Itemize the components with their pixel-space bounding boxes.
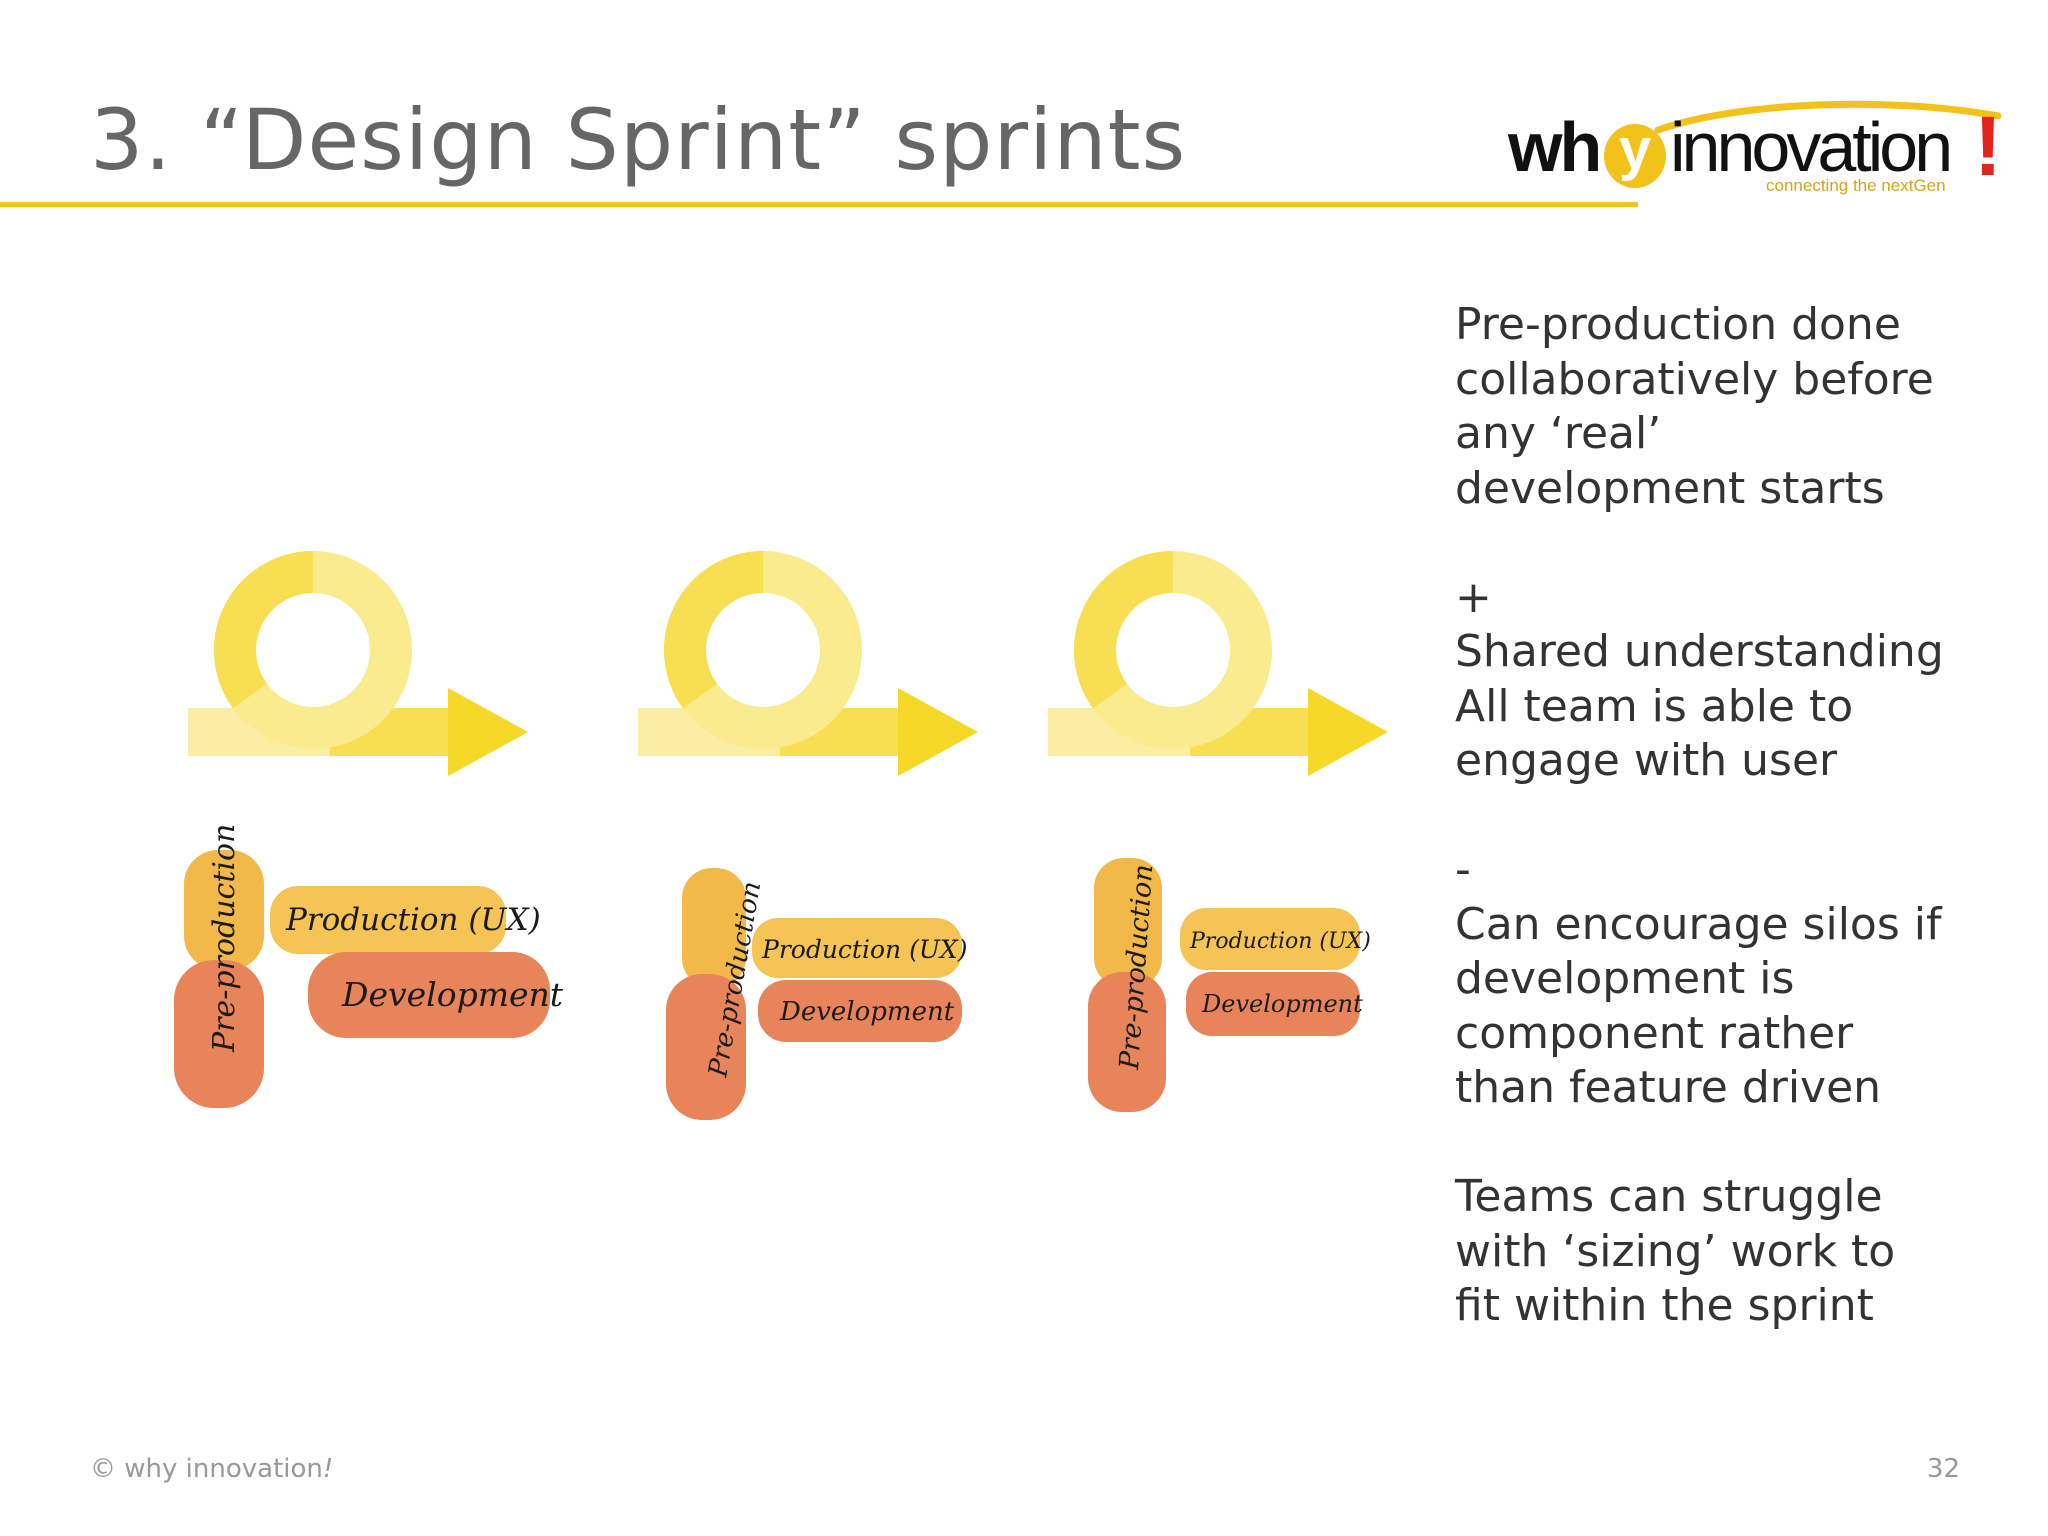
logo-wordmark-innovation: innovation	[1670, 108, 1953, 186]
note-line: with ‘sizing’ work to	[1455, 1225, 1896, 1277]
development-label: Development	[1201, 990, 1363, 1018]
note-plus-marker: +	[1455, 571, 1492, 623]
sprint-1: Pre-production Production (UX) Developme…	[150, 520, 570, 1140]
note-line: any ‘real’	[1455, 408, 1662, 459]
production-label: Production (UX)	[1189, 929, 1371, 954]
sprint-loop-arrow-icon	[1048, 551, 1388, 776]
note-line: Shared understanding	[1455, 626, 1944, 677]
sprint-loop-arrow-icon	[638, 551, 978, 776]
note-line: engage with user	[1455, 735, 1838, 786]
note-line: fit within the sprint	[1455, 1280, 1874, 1331]
note-line: development starts	[1455, 462, 1885, 514]
note-line: component rather	[1455, 1007, 1854, 1059]
sprint-phase-blocks: Pre-production Production (UX) Developme…	[174, 824, 564, 1108]
note-line: Can encourage silos if	[1455, 898, 1942, 950]
sprint-diagram: Pre-production Production (UX) Developme…	[150, 520, 1440, 1140]
note-line: development is	[1455, 953, 1795, 1004]
sprint-phase-blocks: Pre-production Production (UX) Developme…	[1088, 858, 1371, 1112]
note-spacer	[1455, 516, 2025, 571]
note-line: collaboratively before	[1455, 353, 1934, 405]
note-spacer	[1455, 1116, 2025, 1171]
production-label: Production (UX)	[761, 935, 967, 964]
logo-tagline: connecting the nextGen	[1766, 176, 1946, 195]
sprint-2: Pre-production Production (UX) Developme…	[600, 520, 1020, 1140]
note-spacer	[1455, 789, 2025, 844]
note-minus-marker: -	[1455, 844, 1471, 895]
logo-swoosh-icon	[1654, 100, 2002, 134]
footer-copyright: © why innovation!	[90, 1454, 333, 1484]
copyright-text: © why innovation	[90, 1454, 323, 1484]
sprint-3: Pre-production Production (UX) Developme…	[1010, 520, 1430, 1140]
note-line: All team is able to	[1455, 680, 1854, 732]
logo-exclamation: !	[1974, 99, 2002, 193]
sprint-loop-arrow-icon	[188, 551, 528, 776]
development-label: Development	[779, 997, 955, 1027]
development-label: Development	[341, 975, 564, 1014]
logo-y-circle: y	[1604, 121, 1666, 188]
logo-wordmark-wh: wh	[1508, 108, 1602, 186]
preproduction-label: Pre-production	[207, 824, 242, 1053]
slide-title: 3. “Design Sprint” sprints	[90, 91, 1187, 189]
copyright-exclamation: !	[322, 1454, 334, 1484]
notes-panel: Pre-production done collaboratively befo…	[1455, 298, 2025, 1334]
note-line: than feature driven	[1455, 1062, 1882, 1113]
note-line: Teams can struggle	[1455, 1171, 1883, 1222]
sprint-phase-blocks: Pre-production Production (UX) Developme…	[666, 868, 967, 1120]
production-label: Production (UX)	[285, 902, 541, 938]
why-innovation-logo: wh y innovation ! connecting the nextGen	[1498, 96, 2018, 206]
title-divider	[0, 202, 1638, 207]
note-line: Pre-production done	[1455, 299, 1901, 350]
page-number: 32	[1926, 1454, 1960, 1484]
